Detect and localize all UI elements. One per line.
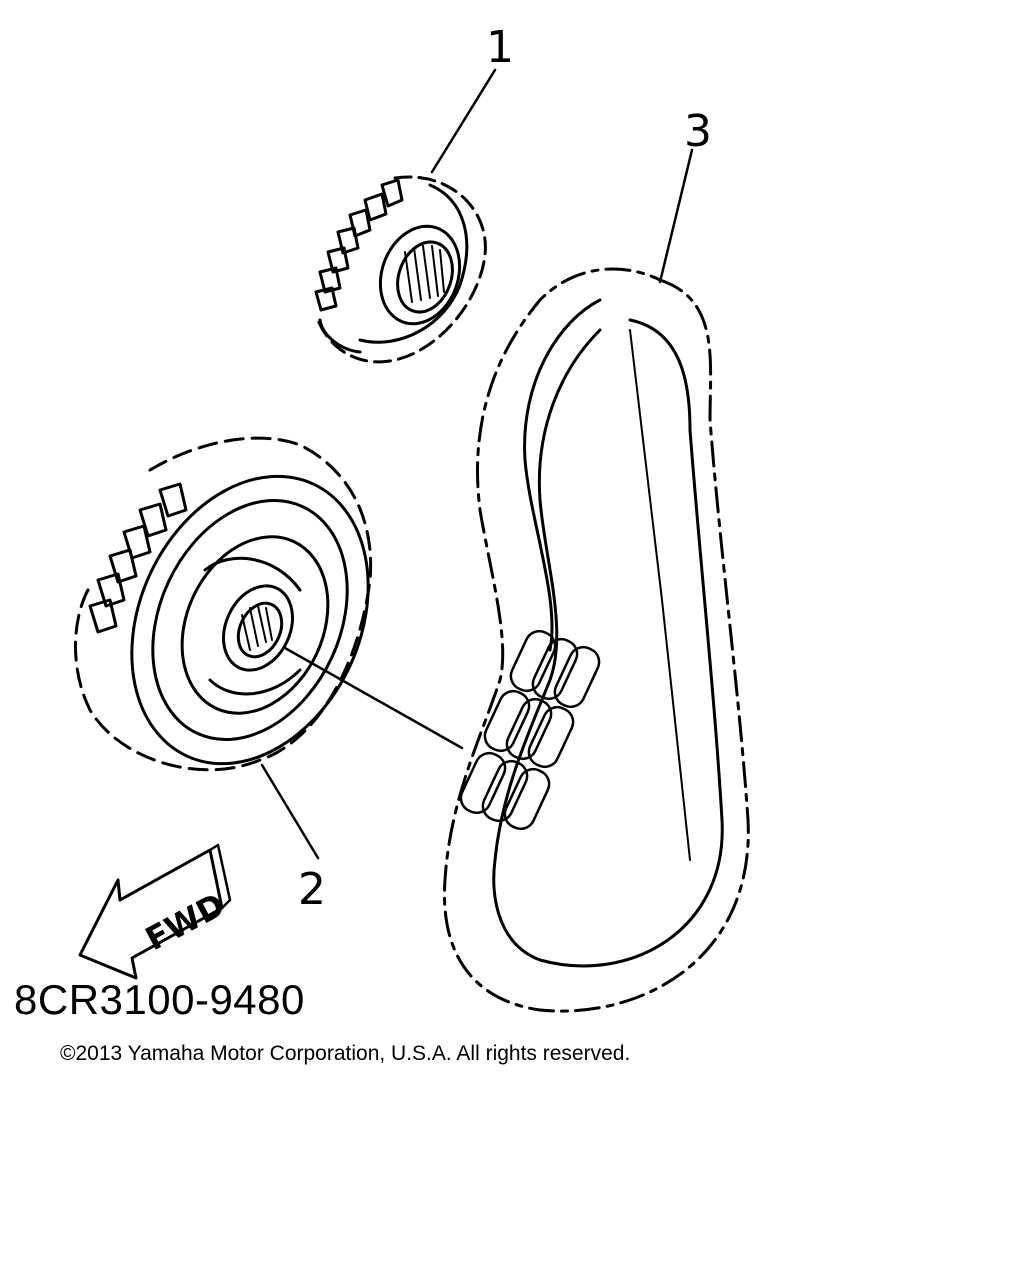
leader-line-3 [658, 148, 694, 284]
drive-chain [442, 267, 750, 1013]
copyright-notice: ©2013 Yamaha Motor Corporation, U.S.A. A… [60, 1042, 631, 1065]
leader-line-1 [430, 68, 497, 174]
leader-line-2 [260, 763, 320, 860]
small-sprocket [314, 175, 487, 364]
fwd-arrow-label: FWD [139, 885, 231, 958]
fwd-arrow: FWD [78, 843, 232, 980]
diagram-code: 8CR3100-9480 [14, 976, 305, 1023]
callout-part-1: 1 [486, 22, 514, 73]
callout-part-3: 3 [684, 106, 712, 157]
callout-part-2: 2 [298, 864, 326, 915]
large-sprocket [74, 436, 373, 772]
leader-line-2-hub [283, 646, 464, 750]
